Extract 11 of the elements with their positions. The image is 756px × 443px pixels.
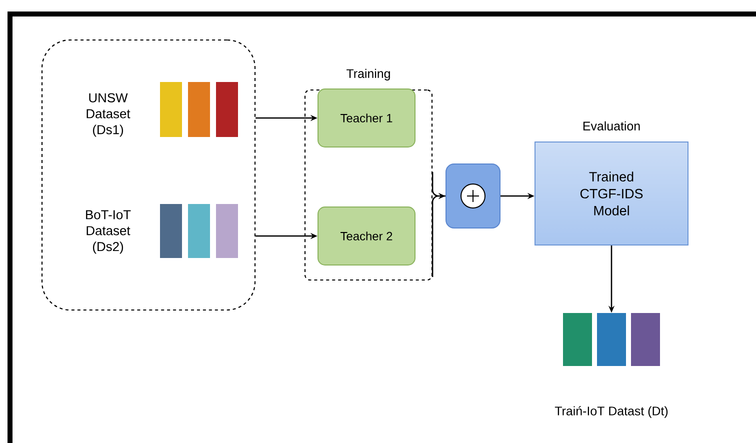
model-box: Trained CTGF-IDS Model	[534, 142, 688, 246]
fusion-box	[446, 164, 500, 228]
teacher-box: Teacher 1	[318, 88, 416, 148]
section-heading: Evaluation	[583, 121, 640, 130]
dataset-group	[41, 39, 256, 311]
teacher-box: Teacher 2	[318, 206, 416, 266]
dataset-label: BoT-IoT Dataset (Ds2)	[86, 210, 131, 254]
arrow	[432, 171, 446, 278]
group-heading: Training	[346, 68, 390, 80]
dataset-caption: Traiń-IoT Datast (Dt)	[554, 406, 668, 418]
dataset-label: UNSW Dataset (Ds1)	[86, 93, 130, 137]
